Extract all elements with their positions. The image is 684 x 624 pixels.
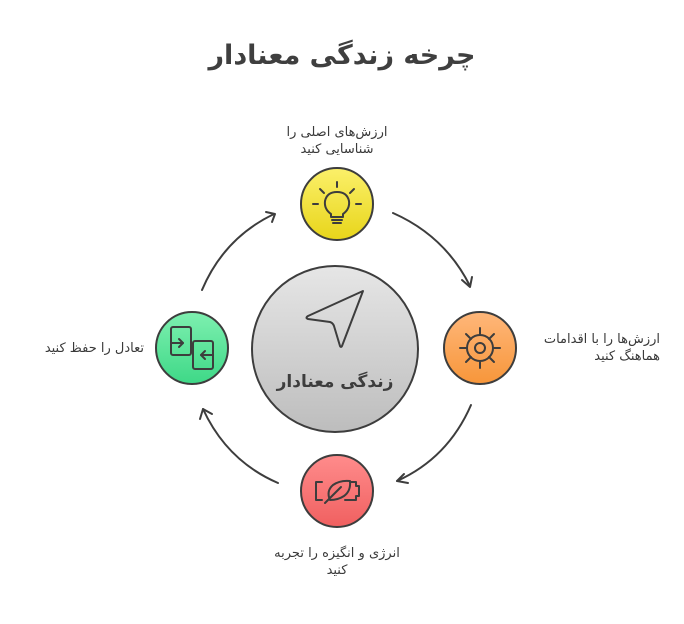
cycle-arrows: [199, 211, 473, 484]
lightbulb-icon: [312, 181, 362, 224]
label-line: تعادل را حفظ کنید: [44, 341, 144, 356]
label-line: ارزش‌ها را با اقدامات: [543, 332, 660, 347]
label-line: انرژی و انگیزه را تجربه: [274, 546, 400, 561]
node-label-maintain-balance: تعادل را حفظ کنید: [20, 340, 144, 357]
node-label-align-values: ارزش‌ها را با اقدامات هماهنگ کنید: [520, 331, 660, 365]
node-identify-values[interactable]: [300, 167, 374, 241]
node-maintain-balance[interactable]: [155, 311, 229, 385]
arrow-right-to-bottom: [396, 404, 472, 484]
eco-battery-icon: [315, 479, 360, 504]
center-node: [251, 265, 419, 433]
gear-icon: [459, 327, 501, 369]
center-node-label: زندگی معنادار: [276, 372, 394, 392]
label-line: هماهنگ کنید: [594, 349, 660, 364]
diagram-title: چرخه زندگی معنادار: [208, 40, 476, 71]
label-line: شناسایی کنید: [300, 142, 374, 157]
label-line: کنید: [326, 563, 348, 578]
swap-arrows-icon: [170, 326, 214, 370]
arrow-left-to-top: [201, 211, 276, 291]
label-line: ارزش‌های اصلی را: [286, 125, 388, 140]
arrow-bottom-to-left: [199, 408, 279, 484]
navigation-arrow-icon: [305, 290, 364, 348]
node-label-identify-values: ارزش‌های اصلی را شناسایی کنید: [237, 124, 437, 158]
node-label-experience-energy: انرژی و انگیزه را تجربه کنید: [237, 545, 437, 579]
node-align-values[interactable]: [443, 311, 517, 385]
node-experience-energy[interactable]: [300, 454, 374, 528]
arrow-top-to-right: [392, 212, 473, 288]
